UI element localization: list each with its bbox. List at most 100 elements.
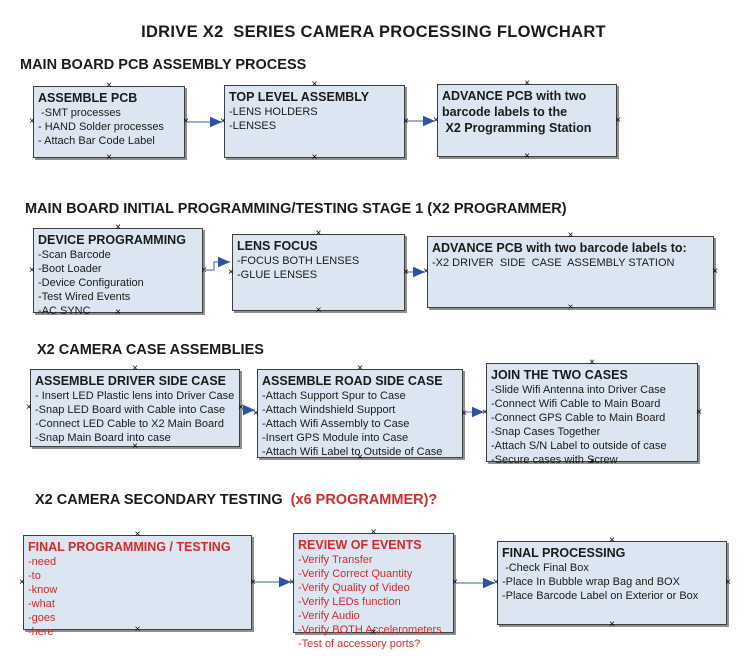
node-item: -Place Barcode Label on Exterior or Box [502,590,699,602]
node-item: -GLUE LENSES [237,269,318,281]
node-title: JOIN THE TWO CASES [491,368,628,382]
node-item: -Attach Wifi Label to Outside of Case [262,446,443,458]
connection-point-icon: × [289,577,295,588]
section-heading-case-assemblies: X2 CAMERA CASE ASSEMBLIES [37,342,264,358]
node-item: -Verify Quality of Video [298,582,410,594]
connection-point-icon: × [589,357,595,368]
node-item: -Check Final Box [502,562,589,574]
node-item: -Connect LED Cable to X2 Main Board [35,418,224,430]
node-item: -Slide Wifi Antenna into Driver Case [491,384,666,396]
connection-point-icon: × [461,407,467,419]
node-title: ASSEMBLE DRIVER SIDE CASE [35,374,227,388]
connection-point-icon: × [403,115,409,127]
connection-point-icon: × [26,402,32,413]
flow-node-join-the-two-cases[interactable]: JOIN THE TWO CASES -Slide Wifi Antenna i… [482,357,702,467]
node-item: - HAND Solder processes [38,121,164,133]
node-item: - Insert LED Plastic lens into Driver Ca… [35,390,235,402]
node-item: -Attach Windshield Support [262,404,396,416]
section-heading-secondary-testing: X2 CAMERA SECONDARY TESTING (x6 PROGRAMM… [35,492,437,508]
section-heading-text: MAIN BOARD INITIAL PROGRAMMING/TESTING S… [25,201,567,217]
connection-point-icon: × [609,619,615,630]
connection-point-icon: × [357,363,363,374]
node-item: -Verify BOTH Accelerometers [298,624,442,636]
flow-node-lens-focus[interactable]: LENS FOCUS -FOCUS BOTH LENSES -GLUE LENS… [228,229,409,316]
node-item: -Attach Support Spur to Case [262,390,406,402]
connection-point-icon: × [315,305,322,316]
node-item: -need [28,556,57,568]
flow-node-final-programming-testing[interactable]: FINAL PROGRAMMING / TESTING -need -to -k… [19,529,256,639]
connection-point-icon: × [433,114,439,126]
node-title: ADVANCE PCB with two barcode labels to: [432,241,687,255]
node-title: FINAL PROGRAMMING / TESTING [28,540,231,554]
node-item: -Test of accessory ports? [298,638,421,650]
flow-node-advance-pcb-case-assembly[interactable]: ADVANCE PCB with two barcode labels to: … [423,230,718,313]
connection-point-icon: × [238,402,244,413]
node-item: -LENSES [229,120,277,132]
node-item: -Verify Correct Quantity [298,568,413,580]
node-title: REVIEW OF EVENTS [298,538,422,552]
connection-point-icon: × [132,363,138,374]
node-item: -what [28,598,55,610]
node-item: -Snap LED Board with Cable into Case [35,404,226,416]
connection-point-icon: × [567,230,574,241]
connection-point-icon: × [609,535,615,546]
flow-node-top-level-assembly[interactable]: TOP LEVEL ASSEMBLY -LENS HOLDERS -LENSES… [220,79,409,163]
connection-point-icon: × [134,529,141,540]
node-item: -Secure cases with Screw [491,454,618,466]
flow-node-assemble-pcb[interactable]: ASSEMBLE PCB -SMT processes - HAND Solde… [29,80,189,163]
connection-point-icon: × [696,406,702,418]
connection-point-icon: × [452,577,458,588]
node-item: -Verify LEDs function [298,596,401,608]
section-heading-text: MAIN BOARD PCB ASSEMBLY PROCESS [20,57,307,73]
node-item: -Verify Audio [298,610,360,622]
connection-point-icon: × [201,264,207,276]
connection-point-icon: × [311,79,318,90]
connection-point-icon: × [712,266,718,277]
flow-node-final-processing[interactable]: FINAL PROCESSING -Check Final Box -Place… [493,535,731,630]
node-title: TOP LEVEL ASSEMBLY [229,90,370,104]
node-item: -to [28,570,41,582]
section-heading-pcb-assembly: MAIN BOARD PCB ASSEMBLY PROCESS [20,57,306,73]
node-item: -Attach Wifi Assembly to Case [262,418,410,430]
node-title: DEVICE PROGRAMMING [38,233,186,247]
connection-point-icon: × [29,116,35,127]
arrow-connector-elbow [204,256,230,271]
flow-node-review-of-events[interactable]: REVIEW OF EVENTS -Verify Transfer -Verif… [289,527,458,651]
node-item: -AC SYNC [38,305,91,317]
flow-node-advance-pcb-programming-station[interactable]: ADVANCE PCB with two barcode labels to t… [433,78,621,162]
node-item: -Boot Loader [38,263,102,275]
connection-point-icon: × [106,80,112,91]
node-title: ASSEMBLE PCB [38,91,138,105]
flow-node-assemble-road-side-case[interactable]: ASSEMBLE ROAD SIDE CASE -Attach Support … [253,363,467,463]
node-item: -Attach S/N Label to outside of case [491,440,667,452]
page-title: IDRIVE X2 SERIES CAMERA PROCESSING FLOWC… [141,23,606,41]
connection-point-icon: × [228,266,234,278]
connection-point-icon: × [725,577,731,588]
node-item: -FOCUS BOTH LENSES [237,255,360,267]
flow-node-device-programming[interactable]: DEVICE PROGRAMMING -Scan Barcode -Boot L… [29,223,207,318]
connection-point-icon: × [493,577,499,588]
connection-point-icon: × [220,115,226,127]
connection-point-icon: × [524,78,530,89]
node-item: -Scan Barcode [38,249,111,261]
connection-point-icon: × [253,407,259,419]
node-item: - Attach Bar Code Label [38,135,155,147]
connection-point-icon: × [615,114,621,126]
node-item: -LENS HOLDERS [229,106,318,118]
connection-point-icon: × [106,152,112,163]
node-item: -Device Configuration [38,277,144,289]
node-title: LENS FOCUS [237,239,318,253]
node-item: -Insert GPS Module into Case [262,432,409,444]
connection-point-icon: × [183,116,189,127]
node-item: -Test Wired Events [38,291,131,303]
node-item: -Snap Cases Together [491,426,601,438]
connection-point-icon: × [311,152,318,163]
connection-point-icon: × [423,266,429,277]
node-title: ADVANCE PCB with two barcode labels to t… [442,89,592,135]
connection-point-icon: × [370,527,377,538]
connection-point-icon: × [482,406,488,418]
flow-node-assemble-driver-side-case[interactable]: ASSEMBLE DRIVER SIDE CASE - Insert LED P… [26,363,244,452]
node-item: -Connect GPS Cable to Main Board [491,412,666,424]
section-heading-text: X2 CAMERA SECONDARY TESTING [35,492,291,508]
